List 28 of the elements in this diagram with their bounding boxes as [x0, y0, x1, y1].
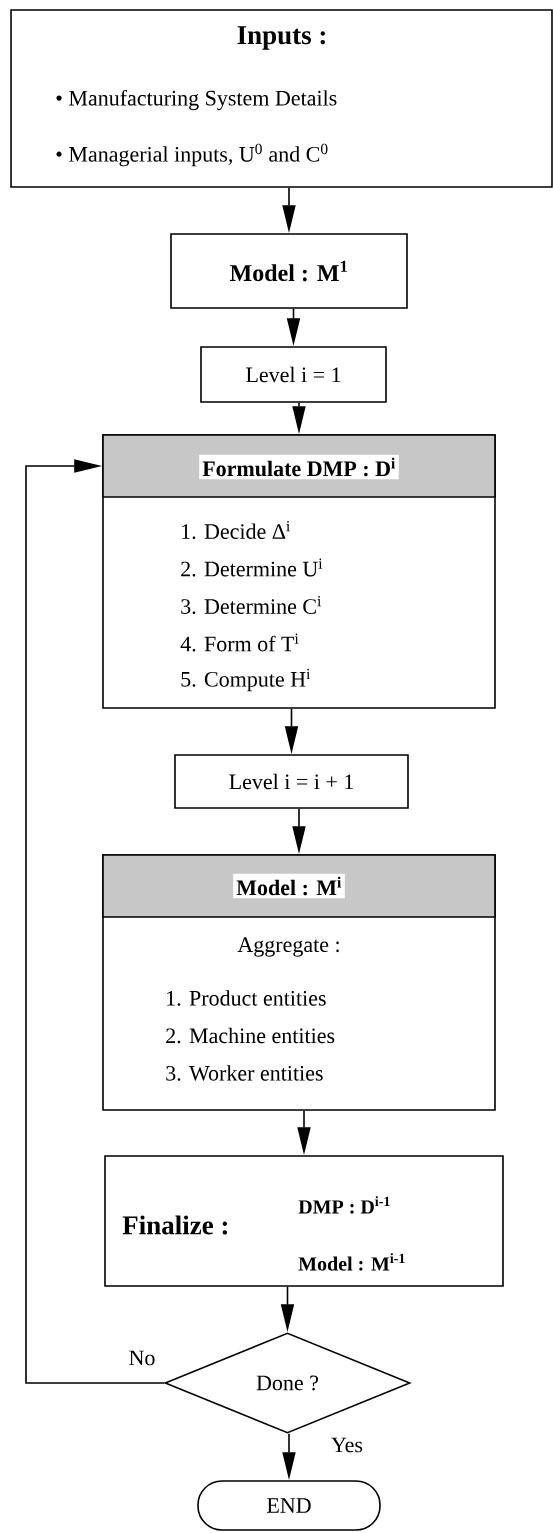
heading: Finalize :: [122, 1215, 228, 1235]
process-box: [10, 9, 553, 188]
process-box: Level i = 1: [200, 346, 387, 403]
list-item: • Managerial inputs, U$^{0}$ and C$^{0}$: [56, 143, 328, 167]
process-box: [104, 1155, 504, 1287]
process-box: [102, 434, 496, 709]
list-item: 3. Worker entities: [166, 1065, 323, 1081]
arrow: [25, 459, 165, 1384]
list-item: 1. Decide Δ$^{i}$: [182, 521, 290, 540]
heading: Formulate DMP : D$^{i}$: [199, 454, 399, 480]
value-line: DMP : D$^{i-1}$: [298, 1196, 390, 1214]
list-item: 1. Product entities: [167, 990, 326, 1006]
process-box: [102, 854, 496, 1111]
list-item: 2. Determine U$^{i}$: [181, 558, 323, 577]
process-box: Level i = i + 1: [174, 754, 409, 809]
edge-label: Yes: [330, 1436, 364, 1454]
process-box: Model : M$^{1}$: [170, 233, 408, 309]
heading: Inputs :: [237, 26, 325, 50]
list-item: 5. Compute H$^{i}$: [181, 668, 311, 692]
list-item: 2. Machine entities: [166, 1027, 335, 1044]
subheading: Aggregate :: [237, 937, 339, 957]
list-item: • Manufacturing System Details: [56, 89, 337, 111]
list-item: 4. Form of T$^{i}$: [180, 633, 299, 652]
terminal-box: END: [197, 1480, 381, 1531]
list-item: 3. Determine C$^{i}$: [181, 596, 322, 615]
edge-label: No: [127, 1349, 157, 1367]
value-line: Model : M$^{i-1}$: [298, 1253, 405, 1271]
heading: Model : M$^{i}$: [233, 873, 345, 899]
